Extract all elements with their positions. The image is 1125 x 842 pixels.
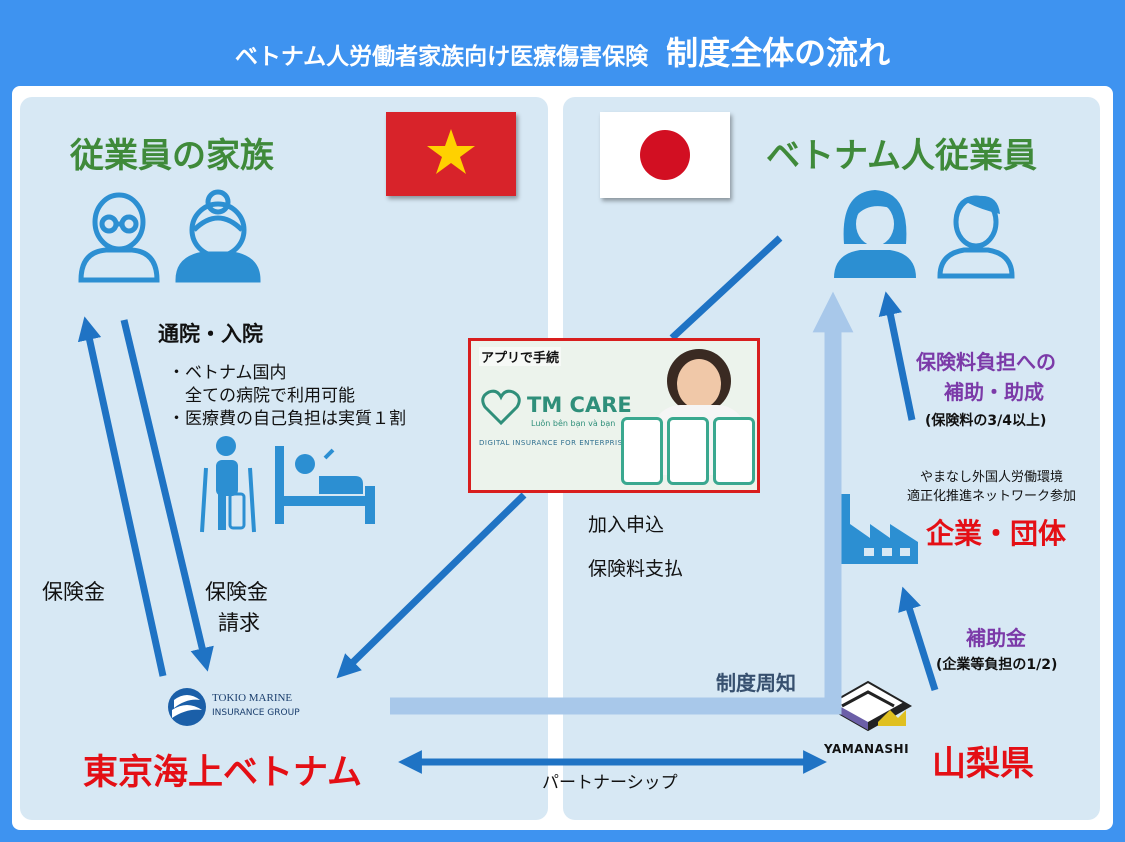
benefit-item: ・ベトナム国内 — [168, 363, 287, 383]
network-line1: やまなし外国人労働環境 — [920, 470, 1064, 485]
insurance-money-arrow — [77, 316, 167, 677]
title-part1: ベトナム人労働者家族向け医療傷害保険 — [234, 44, 649, 70]
logo-line2: INSURANCE GROUP — [212, 708, 300, 718]
tm-care-heart-icon — [481, 389, 521, 426]
page-title: ベトナム人労働者家族向け医療傷害保険制度全体の流れ — [0, 28, 1125, 74]
tokio-marine-vietnam: 東京海上ベトナム — [83, 753, 362, 793]
tokio-marine-logo-icon — [168, 688, 206, 726]
subsidy-line1: 保険料負担への — [916, 350, 1056, 374]
app-subtitle: DIGITAL INSURANCE FOR ENTERPRISES — [479, 439, 633, 447]
subsidy-arrow — [878, 291, 916, 421]
partnership-label: パートナーシップ — [542, 773, 678, 793]
employee-heading: ベトナム人従業員 — [766, 136, 1037, 176]
grant-label: 補助金 — [966, 626, 1026, 650]
app-phone-2 — [667, 417, 709, 485]
yamanashi-prefecture: 山梨県 — [932, 744, 1034, 784]
app-model-face — [677, 359, 721, 409]
japan-flag-icon — [600, 112, 730, 198]
application-arrow-top — [669, 235, 783, 341]
woman-icon — [834, 190, 916, 278]
tm-care-app-image: アプリで手続 TM CARE Luôn bên bạn và bạn DIGIT… — [468, 338, 760, 493]
claim-arrow — [120, 319, 214, 672]
grant-note: (企業等負担の1/2) — [936, 657, 1058, 673]
claim-label-line2: 請求 — [218, 611, 260, 635]
man-icon — [937, 195, 1015, 279]
visit-label: 通院・入院 — [158, 322, 263, 346]
network-line2: 適正化推進ネットワーク参加 — [907, 489, 1077, 504]
app-phone-1 — [621, 417, 663, 485]
notice-label: 制度周知 — [716, 671, 796, 695]
elderly-man-icon — [78, 192, 160, 283]
elderly-woman-icon — [175, 189, 261, 283]
yamanashi-logo-text: YAMANASHI — [824, 742, 910, 756]
application-arrow-bottom — [336, 492, 527, 679]
family-heading: 従業員の家族 — [70, 136, 274, 176]
payment-label: 保険料支払 — [588, 558, 684, 580]
benefit-item: ・医療費の自己負担は実質１割 — [168, 409, 406, 429]
subsidy-note: (保険料の3/4以上) — [925, 413, 1047, 429]
crutches-patient-icon — [200, 436, 256, 533]
app-tagline: Luôn bên bạn và bạn — [531, 419, 616, 428]
logo-line1: TOKIO MARINE — [212, 692, 293, 704]
app-label: アプリで手続 — [479, 347, 562, 366]
grant-arrow — [898, 586, 939, 692]
yamanashi-logo-icon — [823, 680, 913, 732]
benefit-list: ・ベトナム国内 全ての病院で利用可能 ・医療費の自己負担は実質１割 — [168, 362, 406, 431]
claim-label-line1: 保険金 — [205, 580, 268, 604]
subsidy-line2: 補助・助成 — [944, 380, 1044, 404]
hospital-bed-icon — [275, 446, 375, 524]
vietnam-flag-icon — [386, 112, 516, 196]
app-brand: TM CARE — [527, 393, 632, 417]
apply-label: 加入申込 — [588, 514, 665, 536]
insurance-money-label: 保険金 — [42, 580, 105, 604]
benefit-item: 全ての病院で利用可能 — [168, 386, 355, 406]
notice-arrow — [390, 291, 854, 715]
title-part2: 制度全体の流れ — [666, 34, 891, 72]
company-organization: 企業・団体 — [926, 517, 1067, 550]
app-phone-3 — [713, 417, 755, 485]
